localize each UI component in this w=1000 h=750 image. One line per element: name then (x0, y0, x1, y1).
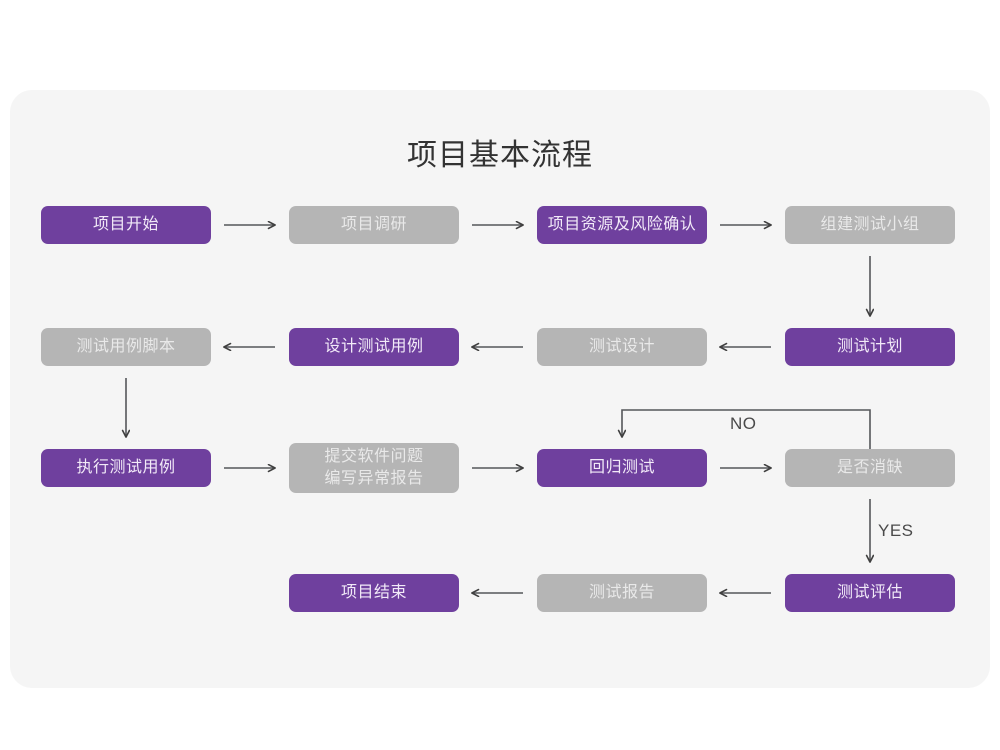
node-test-case-script[interactable]: 测试用例脚本 (41, 328, 211, 366)
node-submit-defect-report[interactable]: 提交软件问题 编写异常报告 (289, 443, 459, 493)
node-regression-test[interactable]: 回归测试 (537, 449, 707, 487)
edge-label-no: NO (730, 414, 757, 433)
node-project-start[interactable]: 项目开始 (41, 206, 211, 244)
node-test-report[interactable]: 测试报告 (537, 574, 707, 612)
node-project-end[interactable]: 项目结束 (289, 574, 459, 612)
node-resource-risk-confirm[interactable]: 项目资源及风险确认 (537, 206, 707, 244)
node-test-plan[interactable]: 测试计划 (785, 328, 955, 366)
node-defect-resolved-decision[interactable]: 是否消缺 (785, 449, 955, 487)
node-design-test-cases[interactable]: 设计测试用例 (289, 328, 459, 366)
node-test-evaluation[interactable]: 测试评估 (785, 574, 955, 612)
node-project-research[interactable]: 项目调研 (289, 206, 459, 244)
page-title: 项目基本流程 (407, 139, 593, 172)
edge-label-yes: YES (878, 521, 914, 540)
node-execute-test-cases[interactable]: 执行测试用例 (41, 449, 211, 487)
node-test-design[interactable]: 测试设计 (537, 328, 707, 366)
node-form-test-team[interactable]: 组建测试小组 (785, 206, 955, 244)
